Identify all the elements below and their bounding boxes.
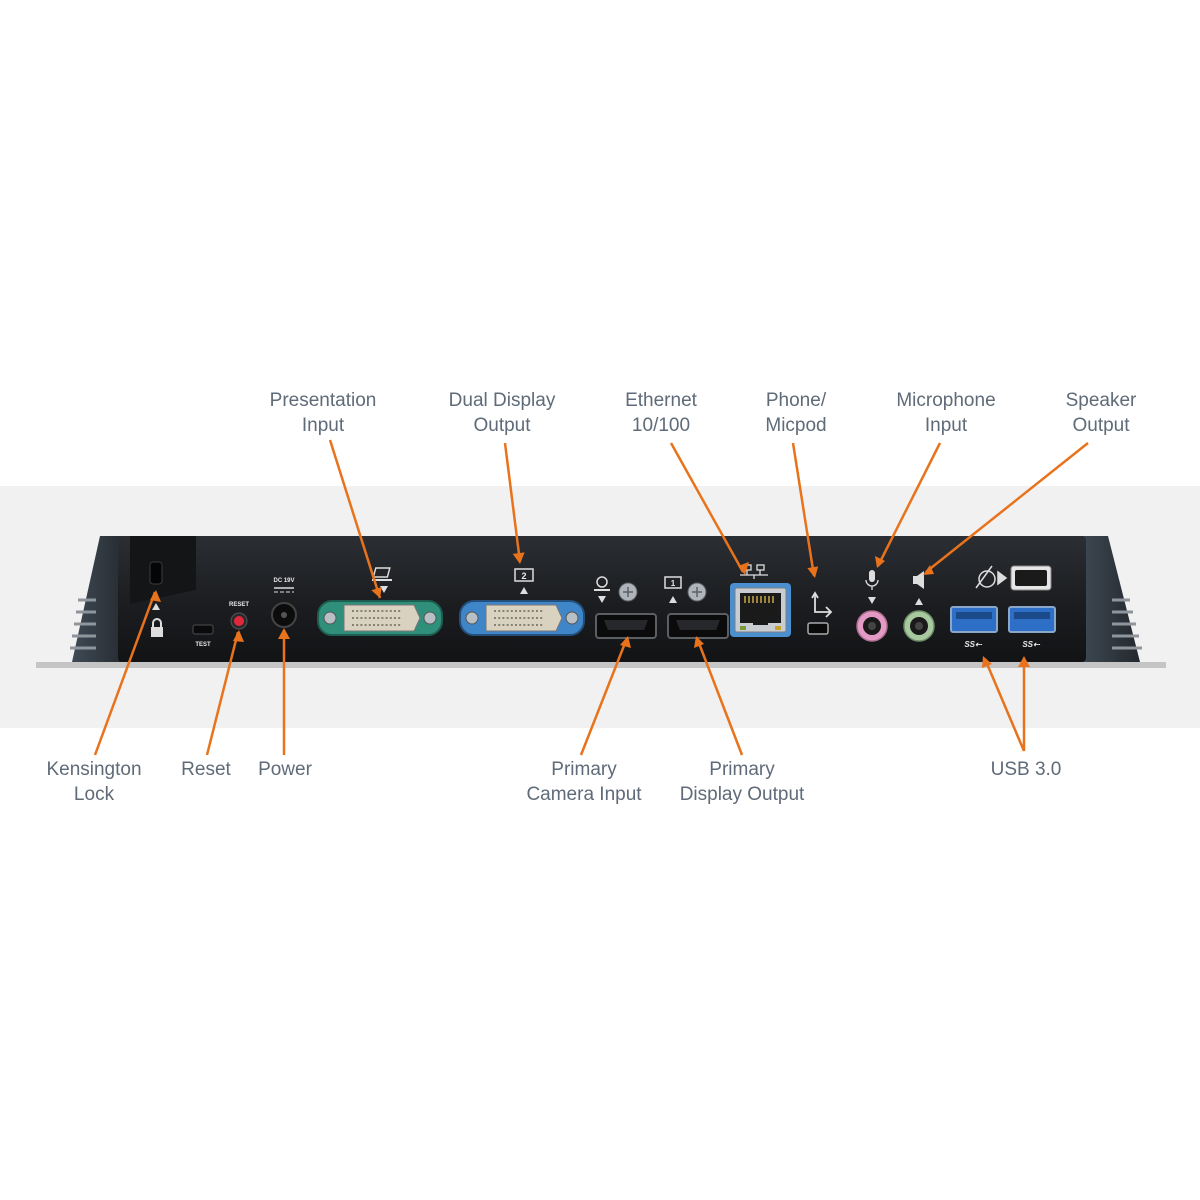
monitor-1-icon: 1 bbox=[664, 576, 682, 589]
label-ethernet: Ethernet 10/100 bbox=[625, 390, 697, 436]
callout-ethernet bbox=[669, 442, 745, 573]
svg-text:1: 1 bbox=[671, 579, 676, 588]
label-phone-micpod: Phone/ Micpod bbox=[765, 390, 827, 436]
callout-kensington bbox=[93, 591, 157, 756]
callout-speaker bbox=[925, 442, 1089, 573]
display-hdmi-port[interactable] bbox=[667, 613, 729, 639]
left-wing bbox=[72, 536, 130, 662]
label-dual-display-output: Dual Display Output bbox=[448, 390, 556, 436]
reset-marking: RESET bbox=[229, 602, 249, 608]
micpod-port[interactable] bbox=[807, 622, 829, 635]
label-power: Power bbox=[258, 759, 312, 780]
lock-recess bbox=[130, 536, 196, 604]
microphone-icon bbox=[865, 570, 879, 590]
usb-ss-icon: SS⇠ bbox=[1022, 640, 1041, 649]
label-primary-camera-input: Primary Camera Input bbox=[526, 759, 642, 805]
label-microphone-input: Microphone Input bbox=[896, 390, 996, 436]
ground-screw-2 bbox=[687, 582, 707, 602]
microphone-jack[interactable] bbox=[856, 610, 888, 642]
kensington-slot[interactable] bbox=[149, 561, 163, 585]
reset-button[interactable] bbox=[234, 616, 244, 626]
usb3-port-1[interactable] bbox=[950, 606, 998, 633]
arrow-down-icon bbox=[868, 597, 876, 604]
dual-display-dvi-port[interactable] bbox=[459, 600, 585, 636]
label-speaker-output: Speaker Output bbox=[1065, 390, 1137, 436]
arrow-down-icon bbox=[598, 596, 606, 603]
ground-screw-1 bbox=[618, 582, 638, 602]
speaker-jack[interactable] bbox=[903, 610, 935, 642]
arrow-up-icon bbox=[152, 603, 160, 610]
speaker-icon bbox=[913, 571, 924, 589]
callout-dual-display bbox=[503, 442, 522, 563]
camera-icon bbox=[594, 576, 610, 591]
callout-arrowheads bbox=[150, 552, 1030, 668]
callout-reset bbox=[205, 631, 240, 756]
dc-marking: DC 19V bbox=[273, 578, 294, 584]
usb3-port-2[interactable] bbox=[1008, 606, 1056, 633]
camera-hdmi-port[interactable] bbox=[595, 613, 657, 639]
device-shadow bbox=[36, 662, 1166, 668]
monitor-2-icon: 2 bbox=[514, 568, 534, 582]
remote-icon bbox=[975, 565, 1008, 589]
callout-usb-1 bbox=[983, 658, 1026, 752]
test-port[interactable] bbox=[192, 624, 214, 635]
test-marking: TEST bbox=[195, 642, 211, 648]
callout-microphone bbox=[876, 442, 942, 567]
callout-display bbox=[695, 637, 744, 756]
ir-receiver bbox=[1010, 565, 1052, 591]
label-usb3: USB 3.0 bbox=[990, 759, 1062, 780]
presentation-dvi-port[interactable] bbox=[317, 600, 443, 636]
arrow-up-icon bbox=[520, 587, 528, 594]
label-primary-display-output: Primary Display Output bbox=[679, 759, 805, 805]
arrow-up-icon bbox=[915, 598, 923, 605]
right-wing bbox=[1078, 536, 1140, 662]
label-kensington-lock: Kensington Lock bbox=[46, 759, 142, 805]
phone-connector-icon bbox=[811, 591, 833, 618]
callout-camera bbox=[579, 637, 629, 756]
padlock-icon bbox=[151, 618, 163, 637]
left-vents bbox=[70, 598, 96, 650]
arrow-up-icon bbox=[669, 596, 677, 603]
usb-ss-icon: SS⇠ bbox=[964, 640, 983, 649]
label-presentation-input: Presentation Input bbox=[269, 390, 377, 436]
svg-text:2: 2 bbox=[521, 571, 526, 581]
callout-micpod bbox=[791, 442, 816, 577]
arrow-down-icon bbox=[380, 586, 388, 593]
ethernet-port[interactable] bbox=[730, 583, 791, 637]
callout-presentation bbox=[328, 439, 382, 599]
right-vents bbox=[1112, 598, 1142, 650]
label-reset: Reset bbox=[181, 759, 231, 780]
callout-lines bbox=[93, 439, 1089, 756]
